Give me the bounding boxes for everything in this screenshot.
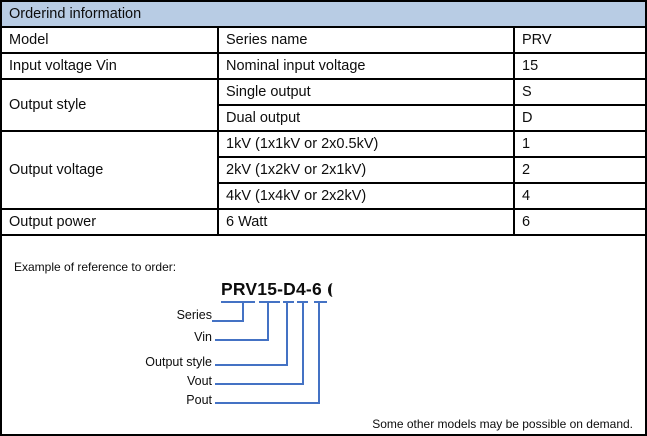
cell-description: Nominal input voltage — [217, 52, 515, 80]
cell-category: Output power — [2, 208, 219, 236]
cell-description: 4kV (1x4kV or 2x2kV) — [218, 182, 515, 210]
callout-label-series: Series — [176, 308, 212, 322]
cell-category: Output style — [2, 78, 219, 132]
model-code-underline-pout — [314, 301, 327, 303]
model-code: PRV15-D4-6 — [221, 279, 322, 299]
callout-hline-output-style — [215, 364, 288, 366]
cell-code: 4 — [513, 182, 645, 210]
cell-code: 6 — [513, 208, 645, 236]
callout-hline-vin — [215, 339, 269, 341]
callout-vline-vin — [267, 301, 269, 341]
table-row: Output style Single output S — [2, 78, 645, 132]
callout-vline-pout — [318, 301, 320, 404]
table-row: Input voltage Vin Nominal input voltage … — [2, 52, 645, 80]
cell-code: S — [513, 78, 645, 106]
table-row: 4kV (1x4kV or 2x2kV) 4 — [2, 182, 645, 210]
table-row: Model Series name PRV — [2, 26, 645, 54]
callout-label-output-style: Output style — [145, 355, 212, 369]
clipped-character-artifact — [328, 283, 336, 297]
cell-code: PRV — [513, 26, 645, 54]
cell-code: 1 — [513, 130, 645, 158]
cell-category: Input voltage Vin — [2, 52, 219, 80]
table-row: 2kV (1x2kV or 2x1kV) 2 — [2, 156, 645, 184]
cell-description: 6 Watt — [217, 208, 515, 236]
callout-label-vout: Vout — [186, 374, 212, 388]
example-caption: Example of reference to order: — [14, 260, 177, 274]
cell-description: Single output — [217, 78, 515, 106]
cell-category: Output voltage — [2, 130, 219, 210]
callout-vline-output-style — [286, 301, 288, 366]
table-title-row: Orderind information — [2, 2, 645, 28]
footer-note: Some other models may be possible on dem… — [372, 417, 633, 431]
cell-code: 2 — [513, 156, 645, 184]
table-row: Dual output D — [2, 104, 645, 132]
table-row: Output power 6 Watt 6 — [2, 208, 645, 236]
callout-hline-vout — [215, 383, 304, 385]
model-code-underline-vin — [259, 301, 280, 303]
callout-vline-vout — [302, 301, 304, 385]
cell-code: 15 — [513, 52, 645, 80]
model-code-underline-output-style — [283, 301, 294, 303]
cell-code: D — [513, 104, 645, 132]
model-code-underline-series — [221, 301, 255, 303]
callout-vline-series — [242, 301, 244, 322]
cell-description: Dual output — [218, 104, 515, 132]
table-title: Orderind information — [2, 2, 645, 28]
callout-hline-pout — [215, 402, 320, 404]
callout-label-vin: Vin — [194, 330, 212, 344]
callout-label-pout: Pout — [186, 393, 212, 407]
cell-description: 2kV (1x2kV or 2x1kV) — [218, 156, 515, 184]
cell-description: Series name — [217, 26, 515, 54]
table-row: Output voltage 1kV (1x1kV or 2x0.5kV) 1 — [2, 130, 645, 210]
callout-hline-series — [212, 320, 244, 322]
cell-category: Model — [2, 26, 219, 54]
ordering-information-table: Orderind information Model Series name P… — [2, 2, 645, 236]
cell-description: 1kV (1x1kV or 2x0.5kV) — [217, 130, 515, 158]
